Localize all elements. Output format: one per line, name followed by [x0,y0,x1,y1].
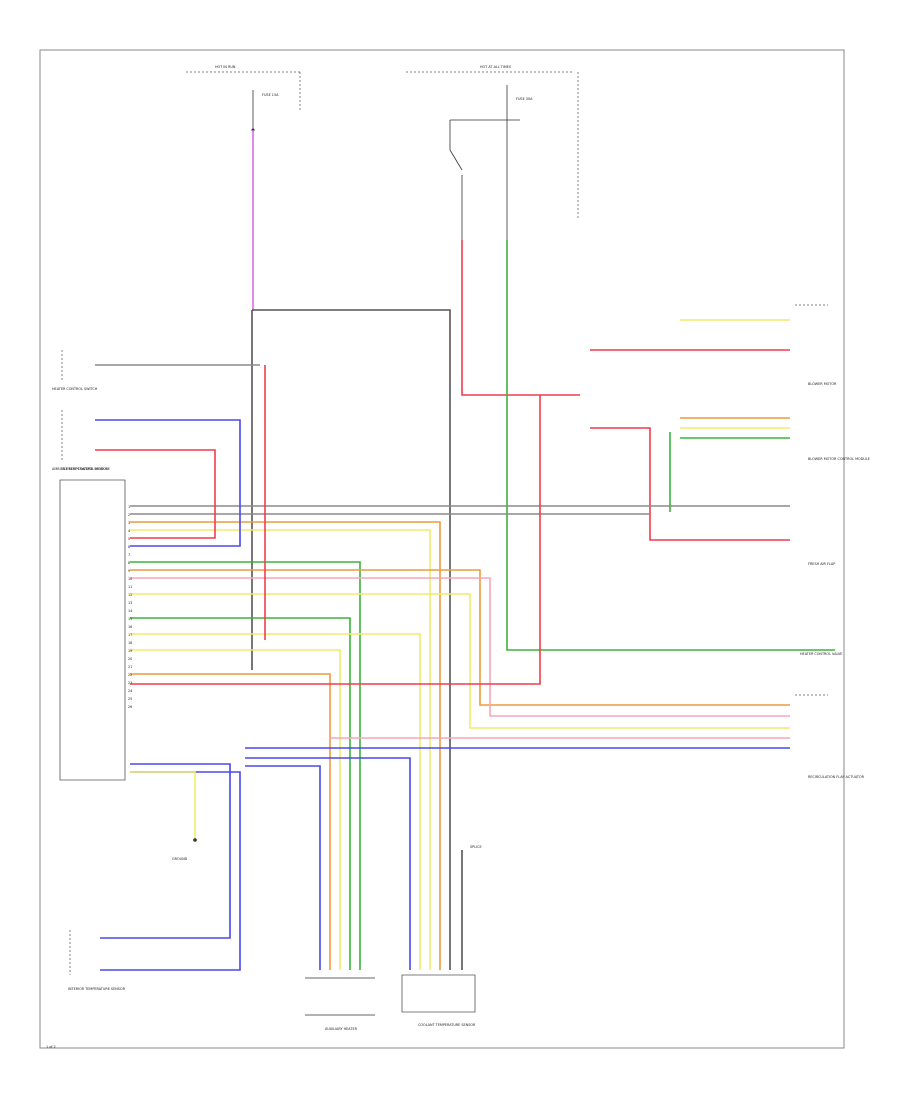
bottom-right-label: COOLANT TEMPERATURE SENSOR [418,1023,476,1027]
pin-label: 14 [128,609,132,613]
ambient-temperature-sensor: AMBIENT TEMPERATURE SENSOR [52,410,109,471]
pin-label: 19 [128,649,132,653]
pin-label: 2 [128,513,130,517]
coolant-temperature-sensor: COOLANT TEMPERATURE SENSOR [401,974,476,1027]
right-1-label: BLOWER MOTOR [808,382,837,386]
ground-label: GROUND [172,857,188,861]
ground-point: GROUND [172,838,197,861]
right-2-label: BLOWER MOTOR CONTROL MODULE [808,457,870,461]
pin-label: 20 [128,657,132,661]
pin-label: 12 [128,593,132,597]
pin-label: 5 [128,537,130,541]
right-4-label: HEATER CONTROL VALVE [800,652,842,656]
pin-label: 13 [128,601,132,605]
pin-label: 9 [128,569,130,573]
pin-label: 6 [128,545,130,549]
top-right-box-label: HOT AT ALL TIMES [480,65,511,69]
pin-label: 11 [128,585,132,589]
pin-label: 26 [128,705,132,709]
splice-point: SPLICE [470,845,482,849]
pin-label: 17 [128,633,132,637]
top-left-box-label: HOT IN RUN [215,65,236,69]
pin-label: 24 [128,689,132,693]
pin-label: 16 [128,625,132,629]
fresh-air-flap: FRESH AIR FLAP [808,562,835,566]
module-pins: 1 2 3 4 5 6 7 8 9 10 11 12 13 14 15 16 1… [128,505,132,709]
pin-label: 22 [128,673,132,677]
heater-control-valve: HEATER CONTROL VALVE [800,652,842,656]
auxiliary-heater: AUXILIARY HEATER [305,977,375,1031]
heater-control-switch: HEATER CONTROL SWITCH [52,350,98,391]
right-5-label: RECIRCULATION FLAP ACTUATOR [808,775,865,779]
pin-label: 15 [128,617,132,621]
page-id: 1 of 2 [46,1045,56,1049]
left-sensor-label: AMBIENT TEMPERATURE SENSOR [52,467,109,471]
power-source-right: HOT AT ALL TIMES FUSE 30A [406,65,579,240]
right-3-label: FRESH AIR FLAP [808,562,835,566]
pin-label: 8 [128,561,130,565]
pin-label: 25 [128,697,132,701]
blower-motor-control-module: BLOWER MOTOR CONTROL MODULE [808,457,870,461]
pin-label: 4 [128,529,130,533]
pin-label: 3 [128,521,130,525]
pin-label: 10 [128,577,132,581]
pin-label: 23 [128,681,132,685]
pin-label: 21 [128,665,132,669]
power-source-left: HOT IN RUN FUSE 15A [186,65,301,132]
recirculation-flap-actuator: RECIRCULATION FLAP ACTUATOR [795,694,865,779]
module-label: CLIMATE CONTROL MODULE [62,467,110,471]
blower-motor: BLOWER MOTOR [795,304,837,386]
pin-label: 18 [128,641,132,645]
fuse-right-label: FUSE 30A [516,97,533,101]
interior-temperature-sensor: INTERIOR TEMPERATURE SENSOR [68,930,126,991]
splice-label: SPLICE [470,845,482,849]
climate-control-module: CLIMATE CONTROL MODULE [59,467,126,781]
fuse-left-label: FUSE 15A [262,93,279,97]
left-switch-label: HEATER CONTROL SWITCH [52,387,98,391]
pin-label: 7 [128,553,130,557]
bottom-middle-label: AUXILIARY HEATER [325,1027,358,1031]
pin-label: 1 [128,505,130,509]
wires [95,130,835,971]
bottom-left-label: INTERIOR TEMPERATURE SENSOR [68,987,126,991]
diagram-frame [39,49,845,1049]
